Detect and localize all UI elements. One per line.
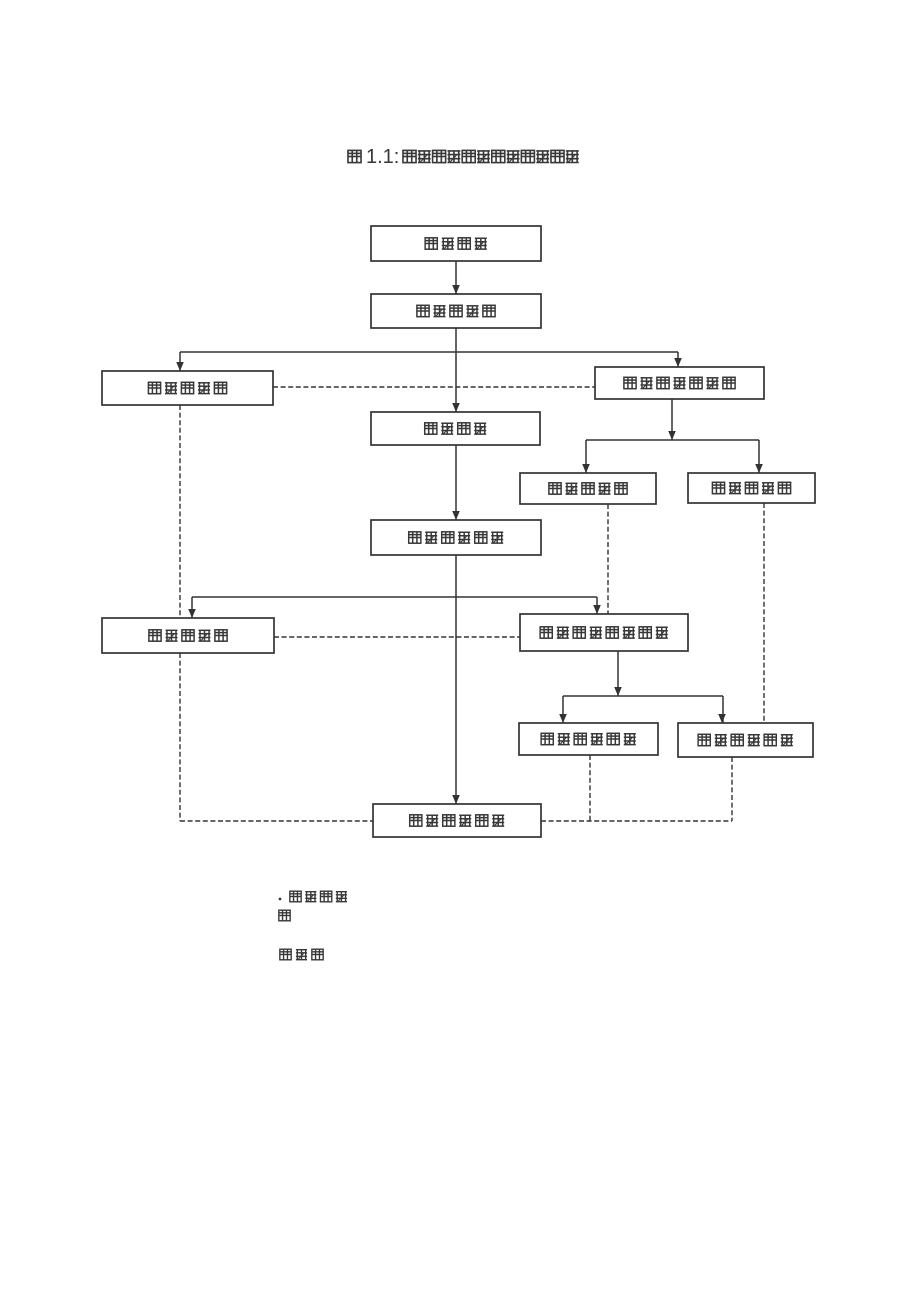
svg-text:1.1:: 1.1: — [366, 146, 399, 168]
